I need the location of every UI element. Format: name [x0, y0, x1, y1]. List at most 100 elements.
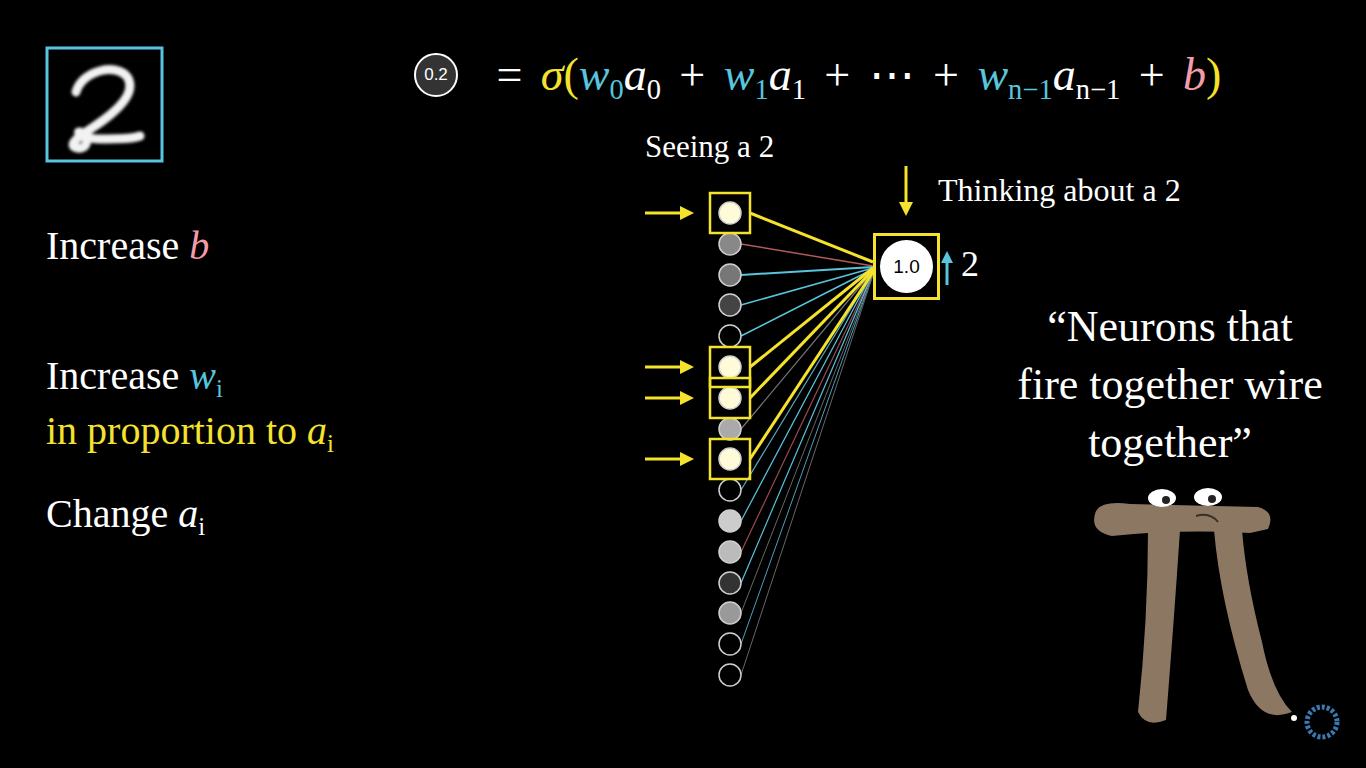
ellipsis: ⋯	[869, 49, 915, 100]
weight-line	[741, 273, 873, 552]
input-neuron	[719, 264, 741, 286]
activation-symbol: a	[624, 49, 647, 100]
layer-label: Seeing a 2	[645, 128, 774, 165]
arrow-head	[680, 206, 694, 220]
subscript: 0	[647, 74, 661, 105]
increase-arrow	[946, 262, 949, 285]
activation-circle: 0.2	[414, 53, 458, 97]
strong-weight-line	[750, 272, 873, 459]
subscript: 1	[754, 74, 768, 105]
highlight-boxes	[710, 193, 750, 479]
connection-lines	[741, 244, 873, 675]
highlight-box	[710, 378, 750, 418]
weight-symbol: w	[977, 49, 1008, 100]
instruction-text: Increase	[46, 223, 179, 268]
quote-text: “Neurons that fire together wire togethe…	[1015, 298, 1325, 472]
activation-symbol: a	[1053, 49, 1076, 100]
pointer-arrow	[645, 458, 682, 461]
pi-dot	[1291, 715, 1297, 721]
subscript: 0	[609, 74, 623, 105]
pointer-arrow	[645, 366, 682, 369]
parenthesis: )	[1206, 49, 1221, 100]
text-line: Increaseb	[46, 222, 209, 270]
highlight-box	[710, 347, 750, 387]
neuron-label: Thinking about a 2	[938, 171, 1181, 209]
pi-mouth	[1196, 515, 1218, 522]
input-neuron	[719, 448, 741, 470]
channel-logo	[1307, 707, 1337, 737]
subscript: i	[198, 513, 205, 540]
pi-creature	[1094, 488, 1297, 723]
weight-symbol: w	[579, 49, 610, 100]
digit-label: 2	[961, 243, 979, 286]
subscript: i	[216, 375, 223, 402]
activation-symbol: a	[307, 408, 327, 453]
pi-eye	[1194, 488, 1222, 506]
input-neuron	[719, 572, 741, 594]
digit-image-frame	[47, 48, 162, 161]
bias-symbol: b	[1183, 49, 1206, 100]
input-neuron	[719, 294, 741, 316]
instruction-text: Increase	[46, 353, 179, 398]
input-neuron	[719, 418, 741, 440]
equation-operator: =	[496, 49, 522, 100]
subscript: i	[327, 430, 334, 457]
input-neuron	[719, 202, 741, 224]
instruction-text: in proportion to	[46, 408, 297, 453]
subscript: n−1	[1076, 74, 1121, 105]
weight-line	[741, 271, 873, 429]
subscript: 1	[792, 74, 806, 105]
weight-symbol: w	[189, 353, 216, 398]
text-line: in proportion toai	[46, 407, 334, 459]
pi-eye	[1148, 489, 1176, 507]
arrow-head	[941, 251, 953, 263]
pointer-arrow	[645, 397, 682, 400]
pointer-arrow	[905, 166, 908, 204]
activation-symbol: a	[178, 491, 198, 536]
pointer-arrows	[645, 166, 913, 466]
node-text: 0.2	[424, 65, 448, 85]
pi-pupil	[1208, 495, 1216, 503]
weight-line	[741, 275, 873, 675]
arrow-head	[680, 360, 694, 374]
input-neuron	[719, 479, 741, 501]
sigma-symbol: σ	[541, 49, 564, 100]
node-text: 1.0	[893, 256, 919, 278]
input-neuron	[719, 602, 741, 624]
instruction-text: Change	[46, 491, 168, 536]
pointer-arrow	[645, 212, 682, 215]
strong-weight-line	[750, 270, 873, 398]
equation: =σ(w0a0+w1a1+⋯+wn−1an−1+b)	[478, 47, 1221, 107]
equation-operator: +	[824, 49, 850, 100]
highlighted-lines	[750, 213, 873, 459]
activation-symbol: a	[769, 49, 792, 100]
equation-operator: +	[679, 49, 705, 100]
equation-operator: +	[933, 49, 959, 100]
input-neuron	[719, 387, 741, 409]
text-line: Changeai	[46, 490, 205, 542]
strong-weight-line	[750, 213, 873, 262]
input-neurons	[719, 202, 741, 686]
pi-leg	[1214, 530, 1292, 715]
input-neuron	[719, 510, 741, 532]
parenthesis: (	[563, 49, 578, 100]
input-neuron	[719, 633, 741, 655]
weight-line	[741, 272, 873, 521]
weight-line	[741, 274, 873, 644]
input-neuron	[719, 233, 741, 255]
arrow-head	[680, 452, 694, 466]
strong-weight-line	[750, 268, 873, 367]
input-neuron	[719, 664, 741, 686]
output-neuron-box: 1.0	[873, 233, 940, 300]
handwritten-digit	[73, 70, 140, 149]
equation-operator: +	[1139, 49, 1165, 100]
pi-leg	[1138, 530, 1180, 723]
input-neuron	[719, 541, 741, 563]
highlight-box	[710, 193, 750, 233]
weight-line	[741, 272, 873, 490]
bias-symbol: b	[189, 223, 209, 268]
subscript: n−1	[1008, 74, 1053, 105]
arrow-head	[899, 202, 913, 216]
pi-pupil	[1162, 496, 1170, 504]
